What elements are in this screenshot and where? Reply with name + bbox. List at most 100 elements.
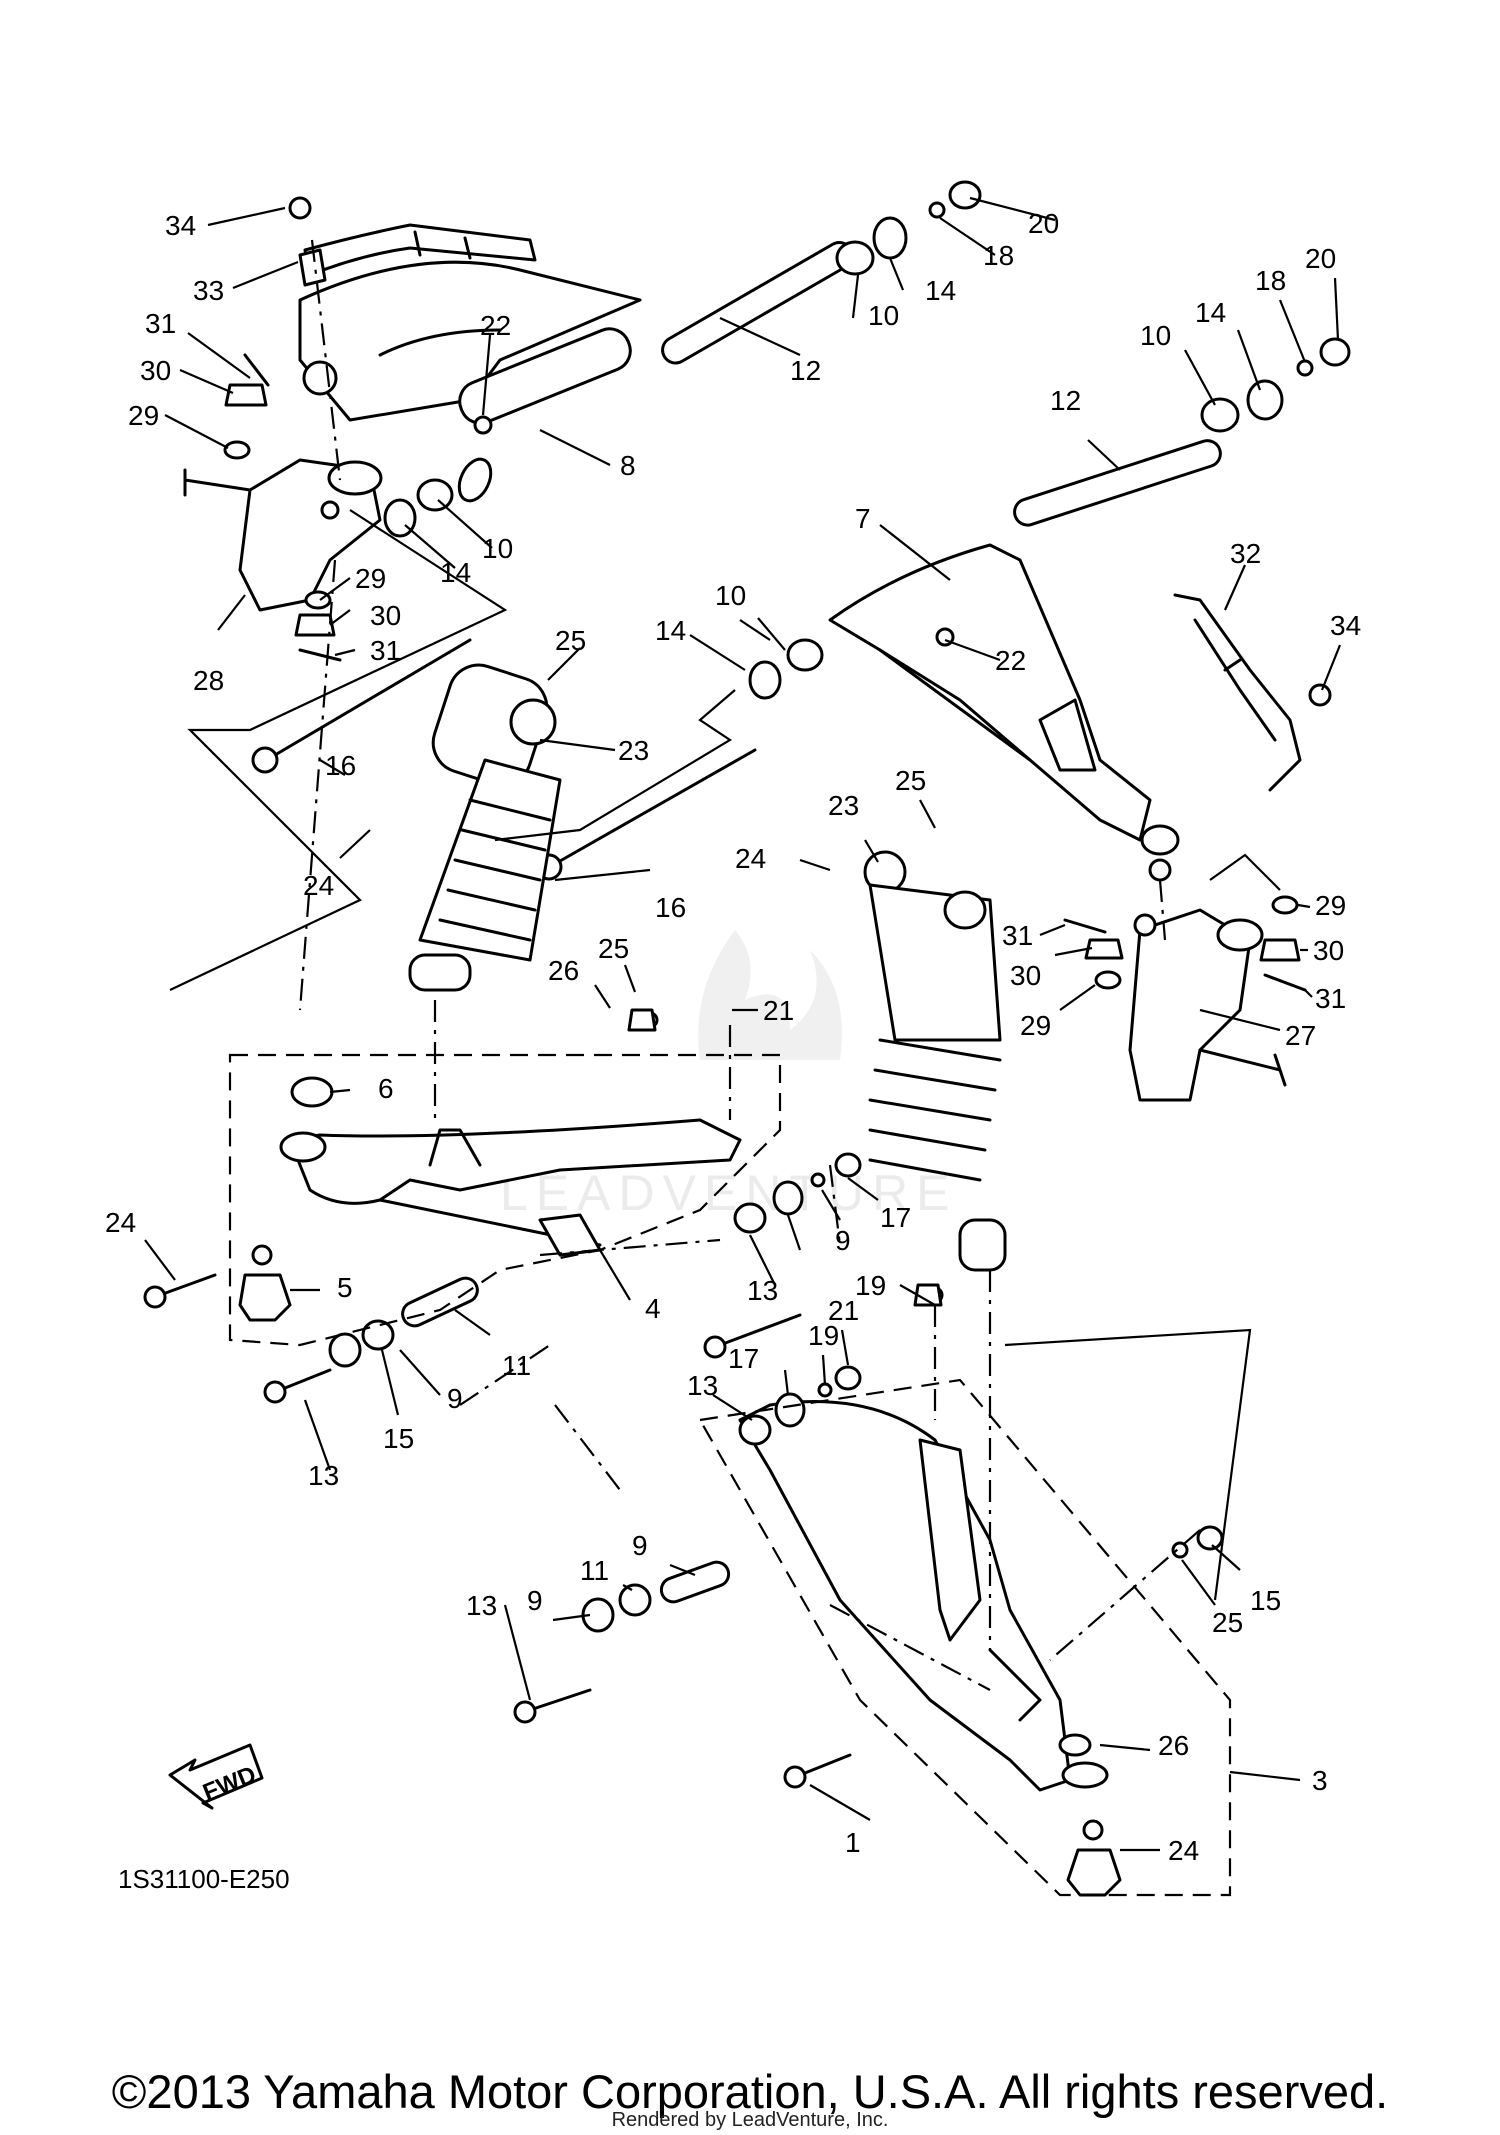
callout-22: 22 [995,645,1026,676]
upper-shaft-12-left [661,241,854,365]
callout-14: 14 [1195,297,1226,328]
lower-arm-left [279,1118,742,1257]
lower-arm-right [738,1400,1109,1792]
callout-13: 9 [527,1585,543,1616]
shock-absorber-right [863,850,1007,1272]
callout-labels: 34 33 31 30 29 22 12 8 10 14 20 18 10 14… [105,208,1361,1866]
callout-29: 29 [128,400,159,431]
phantom-lines [298,239,1201,1691]
long-bolt-16-left [251,638,472,774]
callout-2: 24 [1168,1835,1199,1866]
callout-11: 11 [502,1350,531,1381]
callout-27: 27 [1285,1020,1316,1051]
callout-31: 31 [145,308,176,339]
circlip-6-left [290,1076,334,1108]
upper-arm-guard-left [288,196,537,287]
knuckle-left [183,458,383,612]
callout-16: 16 [655,892,686,923]
callout-31: 31 [370,635,401,666]
framing-lines [169,509,1281,1601]
callout-14: 14 [440,557,471,588]
callout-6: 6 [378,1073,394,1104]
callout-22: 22 [480,310,511,341]
callout-9: 13 [747,1275,778,1306]
callout-30: 30 [370,600,401,631]
callout-13: 15 [383,1423,414,1454]
ball-joint-5 [238,1244,292,1322]
callout-12: 12 [1050,385,1081,416]
callout-25: 15 [1250,1585,1281,1616]
callout-10: 10 [715,580,746,611]
callout-15: 13 [308,1460,339,1491]
callout-7: 7 [855,503,871,534]
callout-3: 26 [1158,1730,1189,1761]
callout-20: 20 [1028,208,1059,239]
copyright-footer: ©2013 Yamaha Motor Corporation, U.S.A. A… [111,2065,1389,2118]
callout-26: 25 [1212,1607,1243,1638]
callout-23: 23 [618,735,649,766]
callout-13: 17 [728,1343,759,1374]
callout-4: 4 [645,1293,661,1324]
callout-24: 1 [845,1827,861,1858]
long-bolt-16-right [535,748,757,881]
callout-31: 31 [1315,983,1346,1014]
callout-8: 8 [620,450,636,481]
callout-30: 30 [1010,960,1041,991]
lower-right-bushings [581,1283,1224,1633]
callout-24: 24 [105,1207,136,1238]
callout-25: 25 [895,765,926,796]
hardware-29-30-31-right [1063,895,1307,992]
knuckle-right [1128,908,1287,1102]
callout-14: 14 [925,275,956,306]
callout-9: 9 [447,1383,463,1414]
leadventure-watermark: LEADVENTURE [500,930,958,1221]
callout-11: 9 [632,1530,648,1561]
callout-25: 25 [598,933,629,964]
callout-29: 29 [1020,1010,1051,1041]
watermark-text: LEADVENTURE [500,1165,958,1221]
rendered-by-note: Rendered by LeadVenture, Inc. [611,2109,889,2131]
callout-9: 13 [687,1370,718,1401]
callout-28: 28 [193,665,224,696]
callout-29: 29 [1315,890,1346,921]
fwd-arrow-icon: FWD [168,1743,264,1810]
ball-joint-2 [1066,1819,1122,1897]
callout-14: 14 [655,615,686,646]
callout-23: 23 [828,790,859,821]
upper-arm-right [828,543,1180,882]
callout-19: 21 [828,1295,859,1326]
callout-17: 9 [835,1225,851,1256]
lower-right-bolts [513,1688,852,1789]
diagram-code: 1S31100-E250 [118,1864,290,1894]
group-outline-lower-left [228,1053,782,1347]
callout-15: 13 [466,1590,497,1621]
callout-18: 18 [1255,265,1286,296]
callout-21: 21 [763,995,794,1026]
callout-30: 30 [140,355,171,386]
callout-24: 24 [735,843,766,874]
guard-32-right [1173,593,1332,792]
callout-19: 17 [880,1202,911,1233]
upper-shaft-12-right [1013,439,1222,527]
callout-17: 19 [808,1320,839,1351]
group-outline-lower-right [698,1378,1232,1897]
callout-18: 18 [983,240,1014,271]
callout-34: 34 [1330,610,1361,641]
lower-left-bolts [143,1273,802,1404]
callout-20: 20 [1305,243,1336,274]
callout-9: 11 [580,1555,609,1586]
callout-29: 29 [355,563,386,594]
callout-16: 16 [325,750,356,781]
grease-fittings-22 [473,415,955,647]
callout-1: 3 [1312,1765,1328,1796]
callout-21: 19 [855,1270,886,1301]
callout-5: 5 [337,1272,353,1303]
callout-33: 33 [193,275,224,306]
callout-10: 10 [482,533,513,564]
shock-absorber-left [408,663,562,992]
callout-25: 25 [555,625,586,656]
callout-leaders [144,196,1342,1852]
bushings-right-upper [748,337,1351,700]
callout-26: 26 [548,955,579,986]
